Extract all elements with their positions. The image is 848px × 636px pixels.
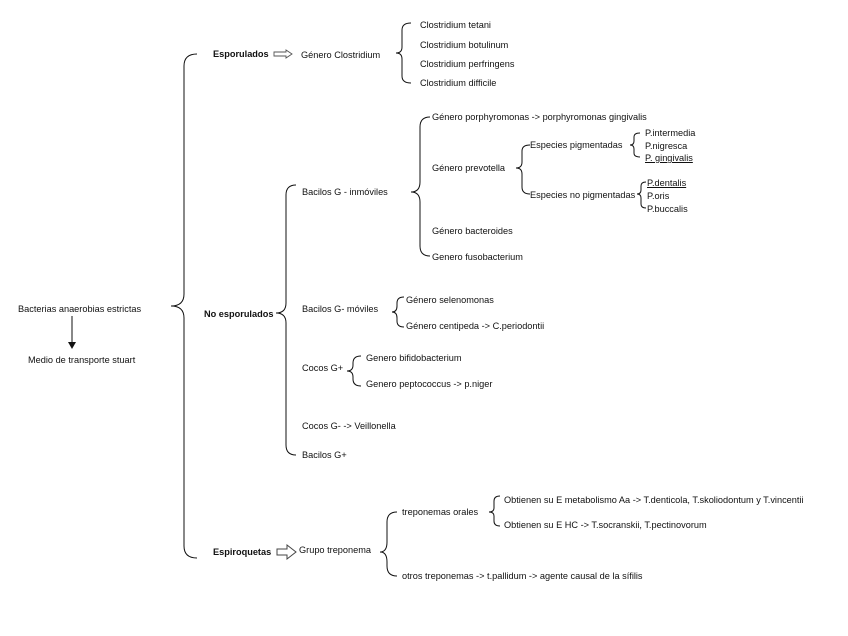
cocos-brace <box>346 355 362 387</box>
main-brace <box>170 53 198 559</box>
prevotella-label: Género prevotella <box>432 163 506 173</box>
bacteroides-item: Género bacteroides <box>432 226 513 236</box>
inmoviles-brace <box>410 116 431 257</box>
non-pigmented-species: P.oris <box>647 191 670 201</box>
bacilos-pos-item: Bacilos G+ <box>302 450 347 460</box>
bacilos-inmoviles-label: Bacilos G - inmóviles <box>302 187 388 197</box>
transport-medium: Medio de transporte stuart <box>28 355 136 365</box>
orales-label: treponemas orales <box>402 507 479 517</box>
clostridium-genus: Género Clostridium <box>301 50 381 60</box>
clostridium-brace <box>395 22 412 84</box>
orales-hc-item: Obtienen su E HC -> T.socranskii, T.pect… <box>504 520 707 530</box>
no-esporulados-label: No esporulados <box>204 309 274 319</box>
moviles-brace <box>391 296 405 328</box>
root-title: Bacterias anaerobias estrictas <box>18 304 142 314</box>
down-arrow-head <box>68 342 76 349</box>
double-arrow-esporulados <box>273 49 293 59</box>
non-pigmented-species: P.buccalis <box>647 204 688 214</box>
species-item: Clostridium perfringens <box>420 59 515 69</box>
prevotella-brace <box>515 144 531 195</box>
pigmented-species: P.intermedia <box>645 128 696 138</box>
orales-aa-item: Obtienen su E metabolismo Aa -> T.dentic… <box>504 495 804 505</box>
cocos-pos-label: Cocos G+ <box>302 363 344 373</box>
species-item: Clostridium botulinum <box>420 40 509 50</box>
species-item: Clostridium difficile <box>420 78 497 88</box>
no-pigmentadas-label: Especies no pigmentadas <box>530 190 636 200</box>
treponema-brace <box>379 511 398 577</box>
espiroquetas-label: Espiroquetas <box>213 547 272 557</box>
species-item: Clostridium tetani <box>420 20 491 30</box>
treponema-group: Grupo treponema <box>299 545 372 555</box>
no-esporulados-brace <box>275 184 297 456</box>
esporulados-label: Esporulados <box>213 49 269 59</box>
cocos-neg-item: Cocos G- -> Veillonella <box>302 421 396 431</box>
pigmentadas-label: Especies pigmentadas <box>530 140 623 150</box>
orales-brace <box>488 495 501 527</box>
otros-item: otros treponemas -> t.pallidum -> agente… <box>402 571 643 581</box>
selenomonas-item: Género selenomonas <box>406 295 494 305</box>
no-pigmentadas-brace <box>636 181 647 209</box>
bacilos-moviles-label: Bacilos G- móviles <box>302 304 379 314</box>
pigmented-species: P. gingivalis <box>645 153 693 163</box>
pigmentadas-brace <box>629 132 641 158</box>
fusobacterium-item: Genero fusobacterium <box>432 252 523 262</box>
peptococcus-item: Genero peptococcus -> p.niger <box>366 379 493 389</box>
non-pigmented-species: P.dentalis <box>647 178 687 188</box>
pigmented-species: P.nigresca <box>645 141 688 151</box>
porphyromonas-item: Género porphyromonas -> porphyromonas gi… <box>432 112 647 122</box>
outline-arrow-espiroquetas <box>276 543 297 561</box>
bifido-item: Genero bifidobacterium <box>366 353 462 363</box>
centipeda-item: Género centipeda -> C.periodontii <box>406 321 545 331</box>
